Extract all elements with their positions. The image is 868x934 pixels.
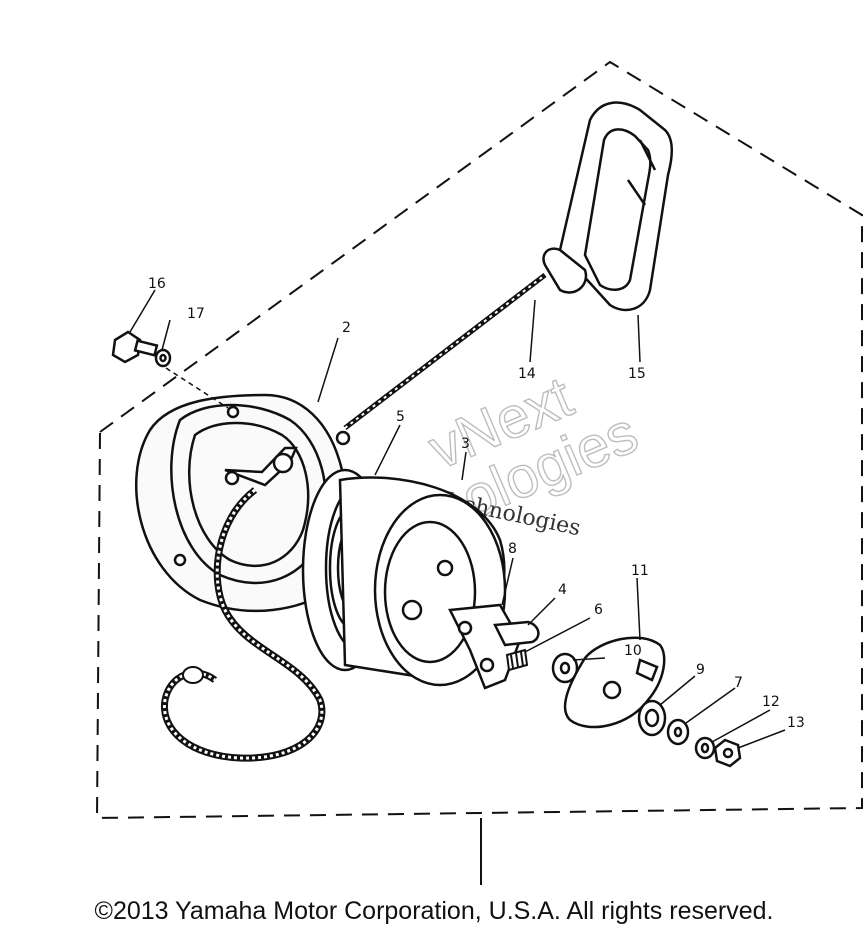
spring xyxy=(505,648,529,672)
washer xyxy=(551,652,579,684)
callout-11: 11 xyxy=(631,563,649,579)
callout-12: 12 xyxy=(762,694,780,710)
callout-2: 2 xyxy=(342,320,351,336)
callout-17: 17 xyxy=(187,306,205,322)
nut xyxy=(713,738,742,768)
callout-15: 15 xyxy=(628,366,646,382)
bolt xyxy=(111,330,159,364)
callout-4: 4 xyxy=(558,582,567,598)
washer-17 xyxy=(154,348,172,368)
callout-10: 10 xyxy=(624,643,642,659)
callout-3: 3 xyxy=(461,436,470,452)
callout-14: 14 xyxy=(518,366,536,382)
copyright-notice: ©2013 Yamaha Motor Corporation, U.S.A. A… xyxy=(94,897,774,925)
washer-9 xyxy=(637,699,667,737)
callout-13: 13 xyxy=(787,715,805,731)
exploded-parts-diagram: vNext Technologies vNext Technologies xyxy=(95,60,863,885)
drive-pawl xyxy=(448,603,540,690)
callout-numbers: 2 3 4 5 6 7 8 9 10 11 12 13 14 15 16 17 xyxy=(148,276,805,731)
pulley xyxy=(301,468,507,687)
lock-washer xyxy=(694,736,716,760)
callout-5: 5 xyxy=(396,409,405,425)
starter-rope xyxy=(160,273,547,762)
callout-16: 16 xyxy=(148,276,166,292)
callout-7: 7 xyxy=(734,675,743,691)
callout-9: 9 xyxy=(696,662,705,678)
leader-lines xyxy=(129,289,786,749)
friction-plate xyxy=(563,636,666,729)
starter-handle xyxy=(542,101,673,312)
washer-7 xyxy=(666,718,690,746)
callout-8: 8 xyxy=(508,541,517,557)
assembly-boundary xyxy=(95,60,863,820)
callout-6: 6 xyxy=(594,602,603,618)
